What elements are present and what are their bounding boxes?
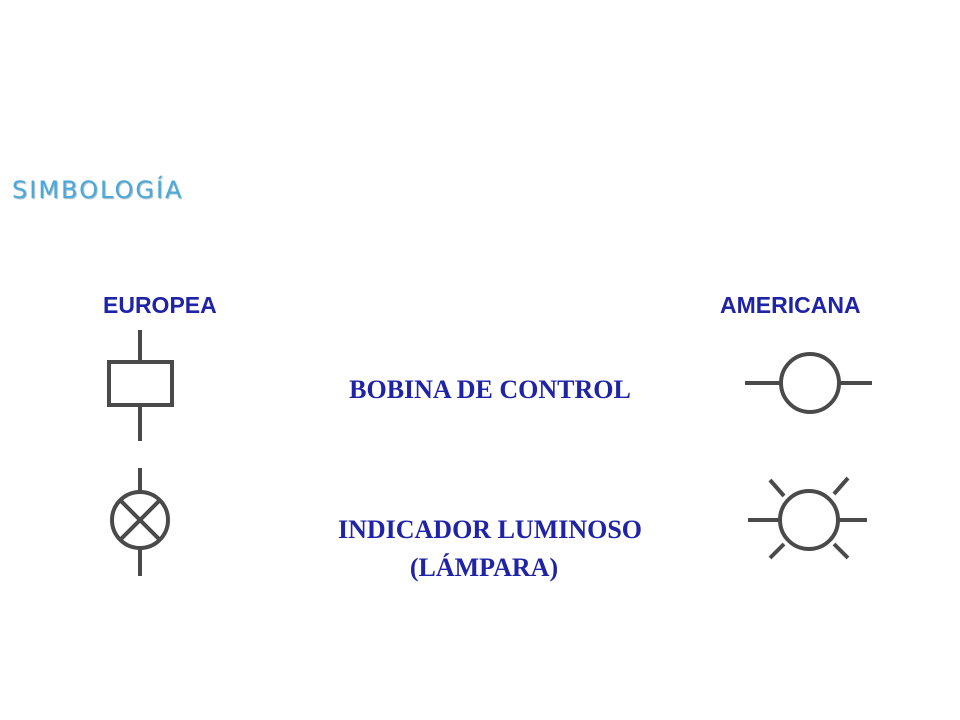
- label-lampara: (LÁMPARA): [409, 553, 559, 582]
- page-title: SIMBOLOGÍA: [12, 176, 184, 204]
- column-header-europea: EUROPEA: [103, 292, 217, 318]
- column-header-americana: AMERICANA: [720, 292, 861, 318]
- lamp-symbol-american: [748, 476, 867, 560]
- label-bobina-de-control: BOBINA DE CONTROL: [349, 375, 631, 404]
- coil-symbol-european: [107, 330, 174, 441]
- lamp-symbol-european: [110, 468, 170, 576]
- coil-symbol-american: [745, 352, 872, 414]
- label-indicador-luminoso: INDICADOR LUMINOSO: [337, 515, 643, 544]
